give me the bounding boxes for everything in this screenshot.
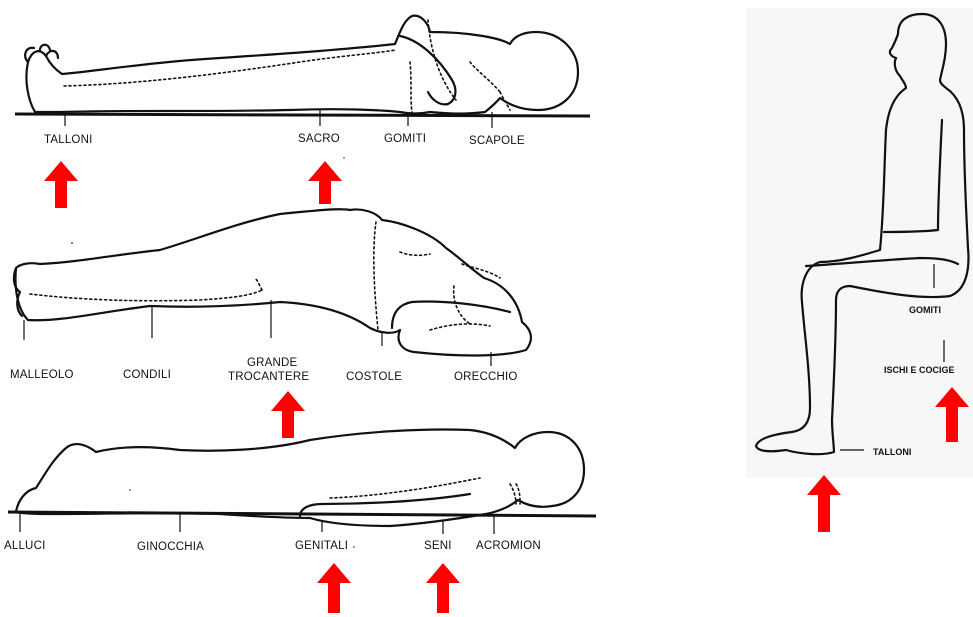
seated-figure: GOMITI ISCHI E COCIGE TALLONI — [746, 8, 973, 532]
label-talloni-seated: TALLONI — [873, 447, 911, 457]
lateral-figure: MALLEOLO CONDILI GRANDE TROCANTERE COSTO… — [10, 209, 531, 438]
speck — [71, 242, 73, 244]
arrow-trocantere — [271, 391, 305, 438]
speck — [129, 489, 131, 491]
label-gomiti-supine: GOMITI — [384, 133, 426, 145]
label-talloni-supine: TALLONI — [44, 134, 92, 146]
label-alluci: ALLUCI — [4, 540, 45, 552]
label-ischi-cocige: ISCHI E COCIGE — [884, 365, 955, 375]
label-trocantere: TROCANTERE — [228, 371, 309, 383]
prone-figure: ALLUCI GINOCCHIA GENITALI SENI ACROMION — [4, 429, 596, 613]
lateral-torso-dotted — [374, 222, 430, 330]
label-seni: SENI — [424, 540, 452, 552]
arrow-talloni-supine — [44, 161, 78, 208]
seated-panel-background — [746, 8, 973, 478]
label-ginocchia: GINOCCHIA — [137, 541, 204, 553]
label-grande: GRANDE — [247, 357, 298, 369]
arrow-seni — [426, 563, 460, 613]
supine-floor-line — [15, 114, 590, 116]
supine-neck-dotted — [500, 92, 510, 110]
label-condili: CONDILI — [123, 369, 171, 381]
speck — [353, 546, 355, 548]
supine-body-outline — [26, 16, 578, 114]
arrow-genitali — [317, 563, 351, 613]
label-genitali: GENITALI — [295, 540, 348, 552]
lateral-leg-dotted — [30, 279, 262, 300]
label-scapole: SCAPOLE — [469, 135, 525, 147]
label-gomiti-seated: GOMITI — [909, 305, 941, 315]
label-costole: COSTOLE — [346, 371, 402, 383]
lateral-head-dotted — [430, 264, 500, 330]
label-sacro: SACRO — [298, 133, 340, 145]
supine-figure: TALLONI SACRO GOMITI SCAPOLE — [15, 16, 590, 208]
arrow-sacro — [308, 161, 342, 204]
speck — [343, 157, 345, 159]
arrow-talloni-seated — [807, 475, 841, 532]
label-acromion: ACROMION — [476, 540, 541, 552]
label-orecchio: ORECCHIO — [454, 371, 518, 383]
lateral-body-outline — [16, 209, 531, 355]
supine-folded-arm — [400, 36, 455, 104]
label-malleolo: MALLEOLO — [10, 369, 74, 381]
lateral-pillow-arm — [392, 301, 510, 328]
